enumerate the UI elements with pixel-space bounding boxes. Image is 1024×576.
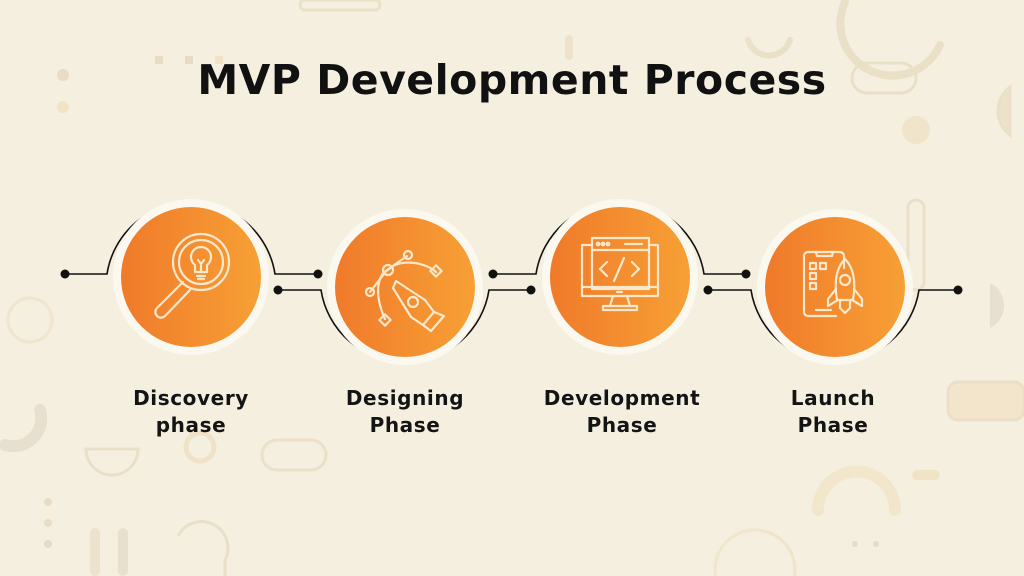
- phase-label-designing: Designing Phase: [305, 385, 505, 439]
- phase-title: Launch: [790, 386, 876, 410]
- phase-label-launch: Launch Phase: [733, 385, 933, 439]
- phase-circle-designing: [327, 209, 483, 365]
- phase-label-discovery: Discovery phase: [91, 385, 291, 439]
- connector-dots: [60, 269, 963, 295]
- phase-subtitle: Phase: [797, 413, 869, 437]
- phase-subtitle: Phase: [369, 413, 441, 437]
- phase-subtitle: phase: [155, 413, 227, 437]
- phase-title: Discovery: [133, 386, 249, 410]
- phase-title: Development: [543, 386, 701, 410]
- phase-circle-development: [542, 199, 698, 355]
- phase-title: Designing: [345, 386, 465, 410]
- page-title: MVP Development Process: [197, 56, 827, 104]
- pen-tool-bezier-icon: [364, 249, 446, 333]
- phase-circle-launch: [757, 209, 913, 365]
- phase-label-development: Development Phase: [522, 385, 722, 439]
- phase-circle-discovery: [113, 199, 269, 355]
- monitor-code-icon: [580, 236, 660, 312]
- phase-subtitle: Phase: [586, 413, 658, 437]
- magnifier-lightbulb-icon: [154, 232, 231, 319]
- background-dots: [44, 56, 940, 548]
- phone-rocket-icon: [802, 250, 864, 318]
